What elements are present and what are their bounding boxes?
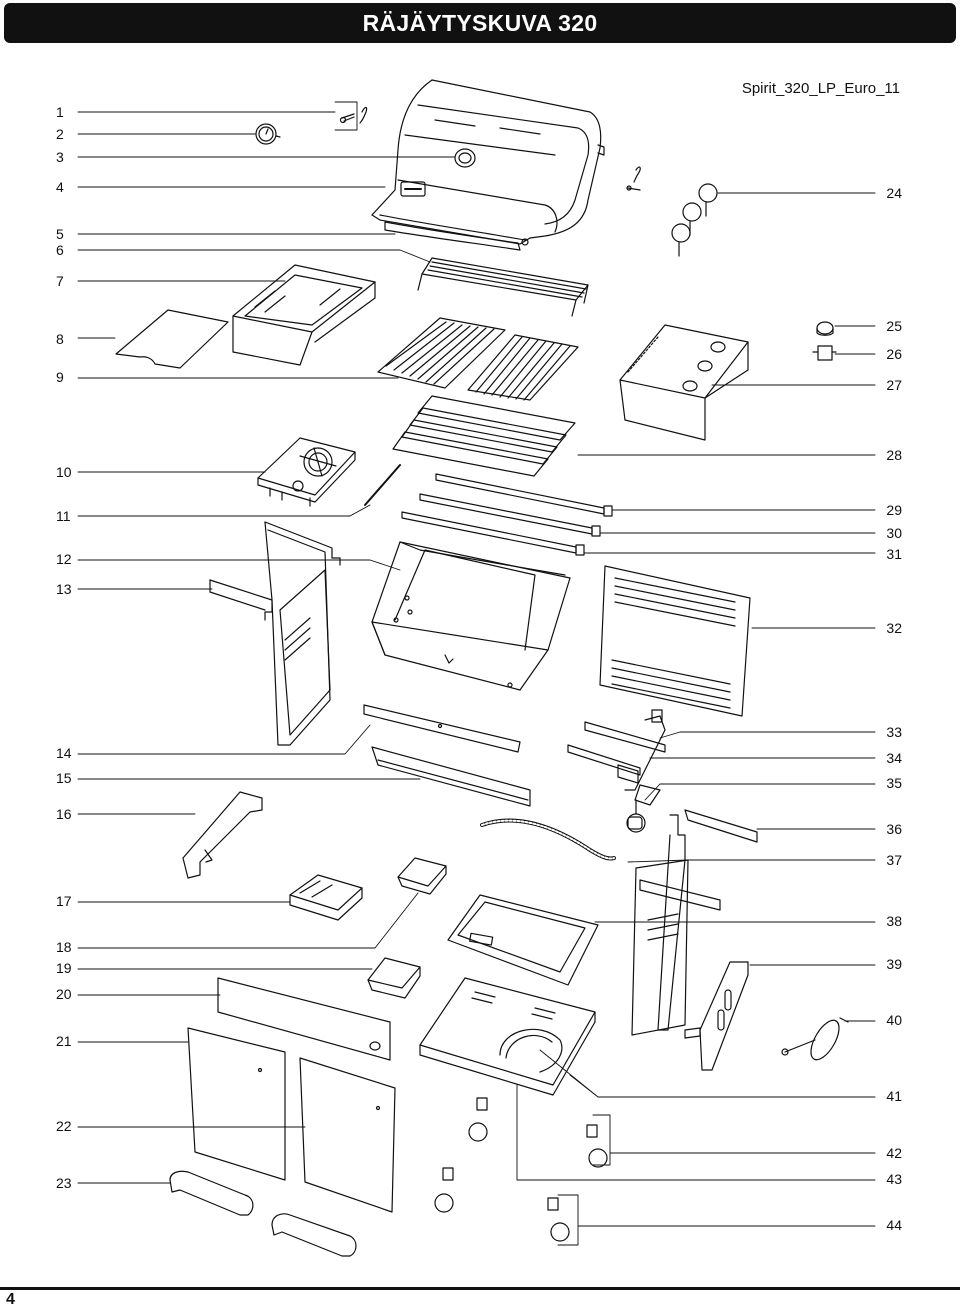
- callout-18: 18: [56, 939, 72, 955]
- drip-tray-holder-part: [289, 874, 363, 921]
- shelf-panel-part: [115, 309, 229, 369]
- regulator-part: [626, 784, 661, 833]
- callout-1: 1: [56, 104, 64, 120]
- igniter-button-part: [816, 321, 834, 336]
- cart-side-frame-left-part: [209, 579, 273, 621]
- side-shelf-frame-part: [232, 264, 376, 366]
- callout-34: 34: [886, 750, 902, 766]
- callout-28: 28: [886, 447, 902, 463]
- slide-out-tray-part: [447, 894, 599, 986]
- callout-39: 39: [886, 956, 902, 972]
- callout-19: 19: [56, 960, 72, 976]
- callout-44: 44: [886, 1217, 902, 1233]
- callout-42: 42: [886, 1145, 902, 1161]
- callout-33: 33: [886, 724, 902, 740]
- callout-38: 38: [886, 913, 902, 929]
- callout-41: 41: [886, 1088, 902, 1104]
- tank-hanger-wire-part: [781, 1017, 849, 1061]
- side-burner-rod-part: [364, 464, 401, 506]
- front-rail-part: [363, 704, 521, 753]
- callout-16: 16: [56, 806, 72, 822]
- caster-part: [434, 1097, 608, 1242]
- door-handle-lower-part: [271, 1213, 357, 1257]
- catch-pan-part: [397, 857, 447, 895]
- control-knobs-part: [626, 166, 718, 257]
- callout-8: 8: [56, 331, 64, 347]
- callout-24: 24: [886, 185, 902, 201]
- callout-17: 17: [56, 893, 72, 909]
- hook-screw-part: [339, 106, 368, 124]
- callout-35: 35: [886, 775, 902, 791]
- side-handle-part: [684, 961, 749, 1071]
- leader-lines-left: [77, 101, 456, 1184]
- callout-2: 2: [56, 126, 64, 142]
- side-burner-part: [257, 437, 356, 507]
- weber-logo-badge: [400, 181, 426, 197]
- page-number: 4: [6, 1291, 15, 1308]
- cart-side-frame-right-part: [264, 521, 341, 746]
- callout-15: 15: [56, 770, 72, 786]
- callout-14: 14: [56, 745, 72, 761]
- front-panel-part: [217, 977, 391, 1061]
- callout-7: 7: [56, 273, 64, 289]
- manifold-part: [567, 709, 666, 791]
- callout-23: 23: [56, 1175, 72, 1191]
- callout-29: 29: [886, 502, 902, 518]
- gas-hose-part: [480, 818, 616, 861]
- callout-43: 43: [886, 1171, 902, 1187]
- door-handle-upper-part: [169, 1170, 254, 1216]
- bottom-shelf-part: [419, 977, 596, 1096]
- callout-3: 3: [56, 149, 64, 165]
- callout-31: 31: [886, 546, 902, 562]
- callout-22: 22: [56, 1118, 72, 1134]
- door-left-part: [187, 1027, 286, 1181]
- callout-21: 21: [56, 1033, 72, 1049]
- igniter-module-part: [812, 345, 837, 361]
- callout-12: 12: [56, 551, 72, 567]
- callout-4: 4: [56, 179, 64, 195]
- callout-30: 30: [886, 525, 902, 541]
- rear-rail-part: [371, 746, 531, 807]
- rear-panel-part: [599, 565, 751, 717]
- flavorizer-bars-part: [392, 395, 576, 477]
- callout-40: 40: [886, 1012, 902, 1028]
- callout-27: 27: [886, 377, 902, 393]
- cooking-grates-part: [377, 317, 579, 401]
- title-bar: RÄJÄYTYSKUVA 320: [4, 3, 956, 43]
- drip-pan-part: [367, 957, 421, 999]
- callout-26: 26: [886, 346, 902, 362]
- control-panel-part: [619, 324, 749, 441]
- page-title: RÄJÄYTYSKUVA 320: [362, 10, 598, 36]
- leader-lines-right: [516, 192, 876, 1246]
- warming-rack-part: [417, 257, 589, 317]
- callout-37: 37: [886, 852, 902, 868]
- callout-10: 10: [56, 464, 72, 480]
- callout-9: 9: [56, 369, 64, 385]
- handle-bracket-part: [182, 791, 263, 879]
- model-code: Spirit_320_LP_Euro_11: [741, 80, 900, 97]
- callout-36: 36: [886, 821, 902, 837]
- footer-rule: [0, 1287, 960, 1290]
- cook-box-part: [371, 541, 571, 691]
- thermometer-part: [255, 123, 281, 145]
- grill-lid-part: [371, 79, 605, 251]
- burner-tubes-part: [401, 473, 613, 556]
- callout-13: 13: [56, 581, 72, 597]
- callout-6: 6: [56, 242, 64, 258]
- door-right-part: [299, 1057, 396, 1213]
- callout-32: 32: [886, 620, 902, 636]
- callout-20: 20: [56, 986, 72, 1002]
- callout-11: 11: [56, 508, 71, 524]
- callout-25: 25: [886, 318, 902, 334]
- cart-frame-left-assembly-part: [631, 809, 758, 1036]
- callout-5: 5: [56, 226, 64, 242]
